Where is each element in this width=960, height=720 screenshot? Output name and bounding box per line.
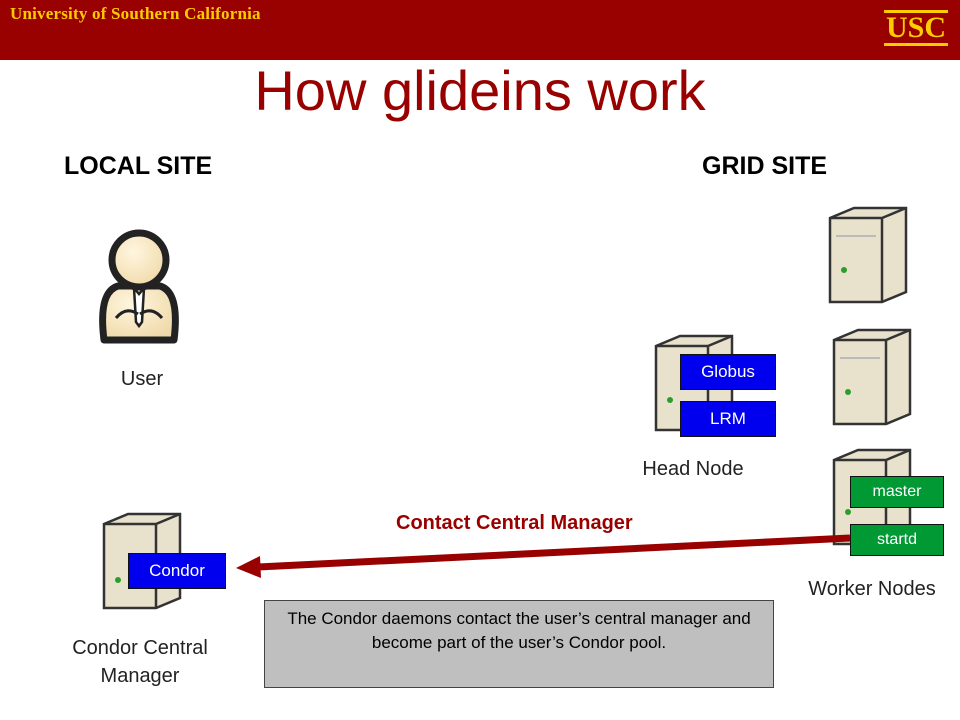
- arrow-label: Contact Central Manager: [396, 512, 633, 534]
- server-icon: [832, 328, 912, 426]
- grid-site-label: GRID SITE: [702, 152, 828, 180]
- lrm-tag: LRM: [680, 401, 776, 437]
- server-icon: [828, 206, 908, 304]
- condor-central-manager-caption: Condor Central Manager: [52, 634, 228, 690]
- master-tag: master: [850, 476, 944, 508]
- globus-tag: Globus: [680, 354, 776, 390]
- local-site-label: LOCAL SITE: [64, 152, 213, 180]
- header-banner: University of Southern California USC: [0, 0, 960, 60]
- startd-tag: startd: [850, 524, 944, 556]
- condor-cm-line2: Manager: [100, 665, 180, 687]
- slide-title: How glideins work: [254, 59, 706, 122]
- condor-tag: Condor: [128, 553, 226, 589]
- user-caption: User: [120, 368, 164, 390]
- head-node-caption: Head Node: [642, 458, 744, 480]
- worker-nodes-caption: Worker Nodes: [808, 578, 936, 600]
- usc-logo: USC: [883, 10, 948, 46]
- user-icon: [99, 229, 179, 344]
- condor-cm-line1: Condor Central: [72, 637, 208, 659]
- explanation-note: The Condor daemons contact the user’s ce…: [264, 600, 774, 688]
- university-name: University of Southern California: [10, 4, 261, 23]
